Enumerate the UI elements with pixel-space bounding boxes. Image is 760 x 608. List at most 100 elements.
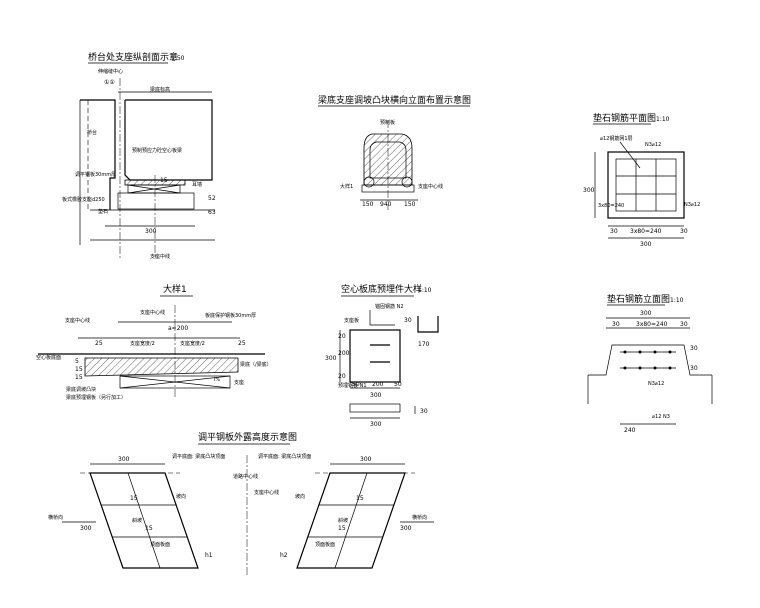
pad-elev-outline bbox=[588, 344, 712, 376]
label-center: 支座中心线 bbox=[418, 183, 443, 190]
left-mid-v bbox=[127, 472, 161, 569]
abutment-outline bbox=[80, 99, 116, 210]
dim-h200: 200 bbox=[338, 350, 350, 357]
dim-w50b: 50 bbox=[394, 381, 402, 388]
dim-h20a: 20 bbox=[338, 333, 346, 340]
pad-elev-view: 垫石钢筋立面图 1:10 300 30 3x80=240 30 30 30 N3… bbox=[587, 293, 713, 434]
label-rebar-n2: 锚固钢筋 N2 bbox=[375, 303, 404, 310]
label-slab-bottom: 空心板底面 bbox=[36, 354, 61, 361]
dim-lw: 300 bbox=[80, 525, 92, 532]
abutment-section-title: 桥台处支座纵剖面示意 bbox=[88, 51, 178, 63]
dim-rw: 300 bbox=[400, 525, 412, 532]
dim-elev-bottom: 240 bbox=[624, 427, 636, 434]
detail1-title: 大样1 bbox=[163, 283, 187, 295]
dim-w300b: 300 bbox=[370, 421, 382, 428]
embed-title: 空心板底预埋件大样 bbox=[341, 283, 422, 295]
dim-hook: 30 bbox=[404, 317, 412, 324]
dim-elev-mid: 3x80=240 bbox=[636, 321, 668, 328]
dim-plan-height: 300 bbox=[583, 187, 595, 194]
label-plate-note: 梁底预埋钢板（另行加工） bbox=[66, 394, 126, 401]
dim-plan-left: 30 bbox=[610, 228, 618, 235]
label-detail-ref: 大样1 bbox=[340, 183, 353, 190]
dim-r15b: 15 bbox=[338, 525, 346, 532]
exposure-title: 调平钢板外露高度示意图 bbox=[198, 431, 297, 443]
dim-elev-total: 300 bbox=[640, 310, 652, 317]
dim-l15a: 15 bbox=[130, 495, 138, 502]
label-right-slope: 斜坡 bbox=[338, 517, 348, 524]
label-right-rebar: N3⌀12 bbox=[684, 202, 700, 208]
dim-b: 940 bbox=[380, 201, 392, 208]
label-center2: 支座中心线 bbox=[140, 309, 165, 316]
label-girder: 预制板 bbox=[380, 119, 395, 126]
dim-w300: 300 bbox=[370, 392, 382, 399]
label-pad-stone: 垫石 bbox=[98, 208, 108, 215]
label-back-wall: 耳墙 bbox=[192, 181, 202, 188]
label-left-face: 顶面板面 bbox=[150, 541, 170, 548]
label-n1: 预埋钢板 N1 bbox=[338, 382, 367, 389]
bearing-cross-2 bbox=[127, 184, 181, 194]
dim-elev-right: 30 bbox=[680, 321, 688, 328]
dim-w50a: 50 bbox=[352, 381, 360, 388]
dim-lh: h1 bbox=[205, 552, 213, 559]
rebar-dots bbox=[620, 350, 676, 370]
plate-exposure-view: 调平钢板外露高度示意图 300 调平底面: 梁底凸块顶面 横桥向 坡向 斜坡 顶… bbox=[48, 431, 434, 575]
label-half1: 支座宽度/2 bbox=[130, 340, 155, 347]
label-left-side: 坡向 bbox=[176, 493, 186, 500]
abutment-section-view: 桥台处支座纵剖面示意 1:50 伸缩缝中心 ①① 梁底标高 桥台 预制预应力砼空… bbox=[62, 51, 216, 260]
label-girder-bottom: 梁底标高 bbox=[150, 86, 170, 93]
detail-circle-right bbox=[401, 176, 413, 188]
label-bearing-center: 支座中心线 bbox=[254, 489, 279, 496]
dim-d1: 15 bbox=[160, 177, 168, 184]
pad-stone bbox=[117, 192, 195, 210]
label-slope-block: 梁底调坡凸块 bbox=[66, 386, 96, 393]
label-left-dir: 横桥向 bbox=[48, 514, 63, 521]
dim-rh: h2 bbox=[280, 552, 288, 559]
dim-h1: 5 bbox=[75, 358, 79, 365]
dim-plan-right: 30 bbox=[680, 228, 688, 235]
abutment-section-scale: 1:50 bbox=[171, 55, 185, 62]
label-road-center: 道路中心线 bbox=[233, 473, 258, 480]
label-right-note: 调平底面: 梁底凸块顶面 bbox=[258, 453, 311, 460]
detail1-view: 大样1 支座中心线 支座中心线 板底保护钢板30mm厚 a=200 25 支座宽… bbox=[36, 283, 272, 401]
u-bar-n2 bbox=[417, 316, 439, 333]
label-detail-bearing: 支座 bbox=[234, 379, 244, 386]
dim-c: 150 bbox=[404, 201, 416, 208]
label-abutment: 桥台 bbox=[87, 129, 97, 136]
label-elev-n3: N3⌀12 bbox=[648, 381, 664, 387]
label-half2: 支座宽度/2 bbox=[180, 340, 205, 347]
embed-detail-view: 空心板底预埋件大样 1:10 锚固钢筋 N2 支座板 300 20 200 20… bbox=[325, 283, 439, 428]
pad-plan-title: 垫石钢筋平面图 bbox=[593, 112, 656, 124]
embed-scale: 1:10 bbox=[418, 287, 432, 294]
pad-plan-scale: 1:10 bbox=[656, 116, 670, 123]
pad-elev-title: 垫石钢筋立面图 bbox=[607, 293, 670, 305]
pad-plan-outline bbox=[607, 151, 685, 219]
label-top-rebar: N3⌀12 bbox=[645, 142, 661, 148]
girder-slab-outline bbox=[124, 99, 213, 181]
label-thick: 板底保护钢板30mm厚 bbox=[205, 312, 256, 319]
pad-plan-view: 垫石钢筋平面图 1:10 N3⌀12 ⌀12钢筋网1层 N3⌀12 30 3x8… bbox=[583, 112, 700, 248]
dim-h300: 300 bbox=[325, 355, 337, 362]
dim-w200: 200 bbox=[372, 381, 384, 388]
rebar-bend bbox=[369, 310, 395, 326]
label-steel-plate: 调平钢板30mm厚 bbox=[75, 171, 116, 178]
dim-plan-mid: 3x80=240 bbox=[630, 228, 662, 235]
right-mid-v bbox=[334, 472, 368, 569]
plate-plan-strip bbox=[349, 403, 401, 413]
rebar-mesh-outline bbox=[615, 158, 677, 212]
dim-elev-side1: 30 bbox=[690, 345, 698, 352]
dim-h20b: 20 bbox=[338, 373, 346, 380]
dim-r15a: 15 bbox=[356, 495, 364, 502]
dim-25b: 25 bbox=[238, 340, 246, 347]
label-slope: 梁底（/梁底） bbox=[240, 361, 272, 368]
dim-25a: 25 bbox=[95, 340, 103, 347]
dim-h2: 15 bbox=[75, 366, 83, 373]
mesh-leader bbox=[619, 141, 641, 169]
dim-l15b: 15 bbox=[145, 525, 153, 532]
dim-30: 30 bbox=[420, 408, 428, 415]
transverse-title: 梁底支座调坡凸块横向立面布置示意图 bbox=[318, 94, 471, 106]
label-bearing: 板式橡胶支座d250 bbox=[62, 196, 105, 203]
label-expansion-joint: 伸缩缝中心 bbox=[98, 68, 123, 75]
dim-r300: 300 bbox=[360, 456, 372, 463]
dim-l300: 300 bbox=[118, 456, 130, 463]
label-elev-n3b: ⌀12 N3 bbox=[652, 414, 670, 420]
